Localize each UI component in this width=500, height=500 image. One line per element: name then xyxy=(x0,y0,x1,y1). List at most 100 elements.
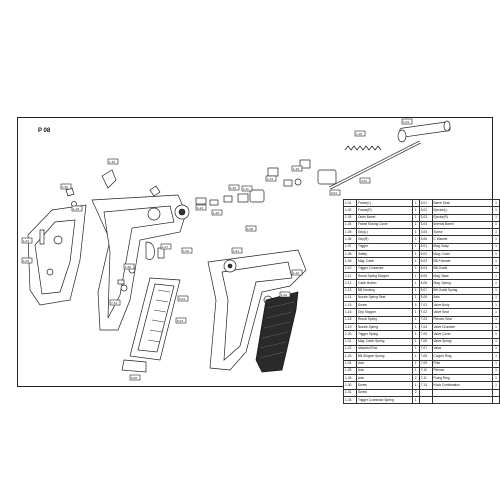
callout-1-18: 1-18 xyxy=(354,130,366,137)
svg-text:5-01: 5-01 xyxy=(179,297,185,301)
callout-1-22: 1-22 xyxy=(291,269,303,276)
callout-1-10: 1-10 xyxy=(71,205,83,212)
part-qty: 1 xyxy=(411,271,420,281)
part-qty: 1 xyxy=(411,293,420,303)
part-code: 1-14 xyxy=(343,293,357,303)
small-parts-left xyxy=(39,169,161,245)
svg-text:1-20: 1-20 xyxy=(125,265,131,269)
part-qty: 1 xyxy=(492,264,500,273)
svg-text:1-06: 1-06 xyxy=(281,293,287,297)
part-qty: 1 xyxy=(411,337,420,346)
callout-7-14: 7-14 xyxy=(109,299,121,306)
part-qty: 1 xyxy=(411,250,420,259)
part-qty: 1 xyxy=(411,381,420,390)
part-name: Valve xyxy=(431,344,494,354)
part-name: Grip(L) xyxy=(355,228,413,237)
part-code: 1-08 xyxy=(343,250,357,259)
svg-text:1-24: 1-24 xyxy=(197,206,203,210)
callout-3-04: 3-04 xyxy=(359,177,371,184)
part-qty: 5 xyxy=(411,301,420,310)
part-qty: 1 xyxy=(492,315,500,325)
part-code: 1-04 xyxy=(343,220,357,230)
part-code: 3-03 xyxy=(418,213,433,222)
svg-text:1-08: 1-08 xyxy=(247,227,253,231)
svg-text:5-05: 5-05 xyxy=(131,376,137,380)
svg-text:3-01: 3-01 xyxy=(331,191,337,195)
part-qty: 1 xyxy=(492,242,500,252)
part-code xyxy=(418,388,433,398)
part-name xyxy=(431,388,494,398)
part-qty: 1 xyxy=(411,257,420,266)
part-code: 1-15 xyxy=(343,301,357,310)
part-name: Valve Seat xyxy=(431,308,494,317)
part-qty: 2 xyxy=(411,388,420,398)
part-name: Attached Rod xyxy=(355,344,413,354)
part-code: 1-07 xyxy=(343,242,357,252)
part-code: 1-03 xyxy=(343,213,357,222)
part-code: 1-20 xyxy=(343,330,357,339)
part-code: 1-06 xyxy=(343,235,357,244)
part-qty: 1 xyxy=(492,352,500,361)
part-qty: 1 xyxy=(411,315,420,325)
part-qty: 1 xyxy=(411,359,420,368)
callout-5-01: 5-01 xyxy=(177,295,189,302)
part-qty: 1 xyxy=(411,344,420,354)
svg-text:1-33: 1-33 xyxy=(109,160,115,164)
part-code: 1-12 xyxy=(343,279,357,288)
part-code: 7-01 xyxy=(418,301,433,310)
svg-text:5-03: 5-03 xyxy=(177,319,183,323)
svg-text:1-11: 1-11 xyxy=(243,187,249,191)
part-name: Nozzle Spring xyxy=(355,323,413,332)
part-code: 7-07 xyxy=(418,344,433,354)
part-code: 7-08 xyxy=(418,352,433,361)
part-qty: 1 xyxy=(492,366,500,376)
part-name: Copper Ring xyxy=(431,352,494,361)
part-code: 1-18 xyxy=(343,315,357,325)
part-code: 7-03 xyxy=(418,315,433,325)
callout-1-08: 1-08 xyxy=(245,225,257,232)
part-code: 3-04 xyxy=(418,220,433,230)
part-qty: 2 xyxy=(411,374,420,383)
svg-text:1-10: 1-10 xyxy=(73,207,79,211)
part-name: Outer Barrel xyxy=(355,213,413,222)
part-name: Knob Combination xyxy=(431,381,494,390)
part-name: Mag. Base xyxy=(431,271,494,281)
callout-1-05: 1-05 xyxy=(21,257,33,264)
part-code: 7-04 xyxy=(418,323,433,332)
part-qty: 1 xyxy=(492,279,500,288)
part-code: 7-14 xyxy=(418,381,433,390)
part-code: 5-06 xyxy=(418,279,433,288)
part-name: Ejector(L) xyxy=(431,206,494,215)
part-code: 1-33 xyxy=(343,395,357,405)
part-code: 3-02 xyxy=(418,206,433,215)
part-qty: 1 xyxy=(492,271,500,281)
part-name: Catch Button xyxy=(355,279,413,288)
part-name: Plenum Seat xyxy=(431,315,494,325)
part-name: BB Housing xyxy=(355,286,413,295)
part-name: Trigger Connector xyxy=(355,264,413,273)
callout-1-06: 1-06 xyxy=(279,291,291,298)
part-code: 1-24 xyxy=(343,359,357,368)
part-qty: 1 xyxy=(492,206,500,215)
callout-1-01: 1-01 xyxy=(21,237,33,244)
internal-barrel xyxy=(329,140,421,190)
part-name: Screw xyxy=(355,301,413,310)
part-name: BB Guide Spring xyxy=(431,286,494,295)
part-qty: 1 xyxy=(492,301,500,310)
part-qty: 1 xyxy=(411,352,420,361)
svg-text:7-14: 7-14 xyxy=(111,301,117,305)
